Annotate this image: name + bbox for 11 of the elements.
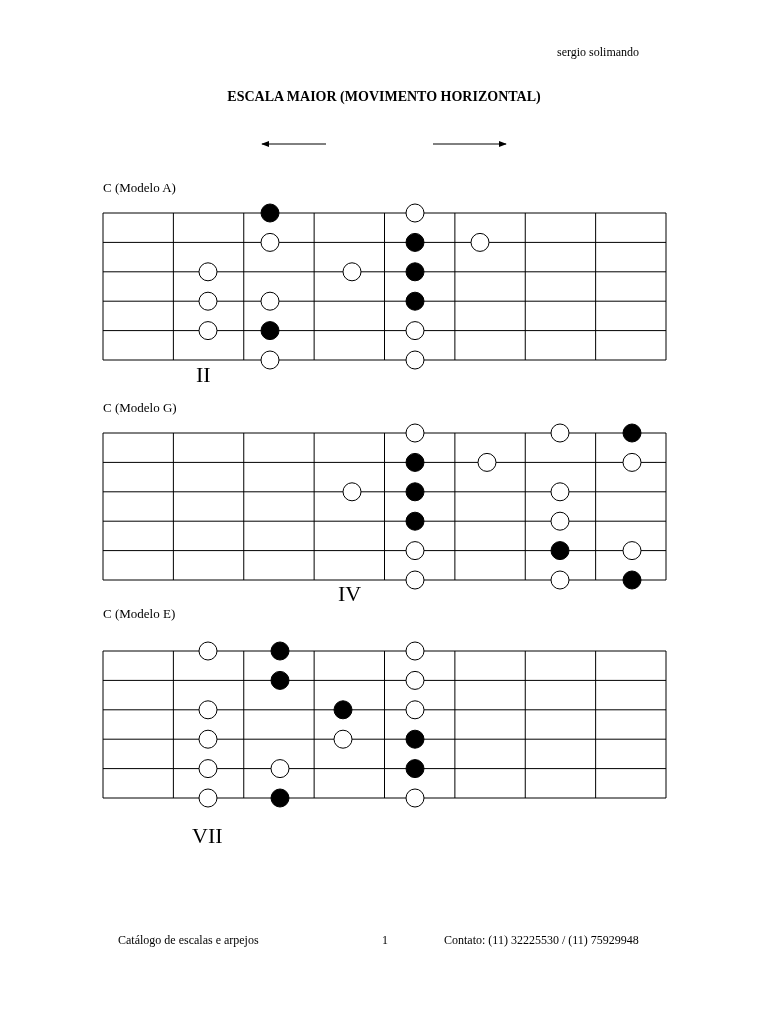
footer-text: Catálogo de escalas e arpejos (118, 933, 259, 948)
position-numeral: VII (192, 823, 223, 849)
author-name: sergio solimando (557, 45, 640, 60)
title: ESCALA MAIOR (MOVIMENTO HORIZONTAL) (227, 89, 541, 105)
position-numeral: IV (338, 581, 362, 607)
position-numeral: II (196, 362, 211, 388)
page-number: 1 (382, 933, 388, 948)
scale-heading: C (Modelo A) (103, 180, 176, 196)
footer-text: Contato: (11) 32225530 / (11) 75929948 (444, 933, 639, 948)
scale-heading: C (Modelo E) (103, 606, 176, 622)
scale-heading: C (Modelo G) (103, 400, 177, 416)
